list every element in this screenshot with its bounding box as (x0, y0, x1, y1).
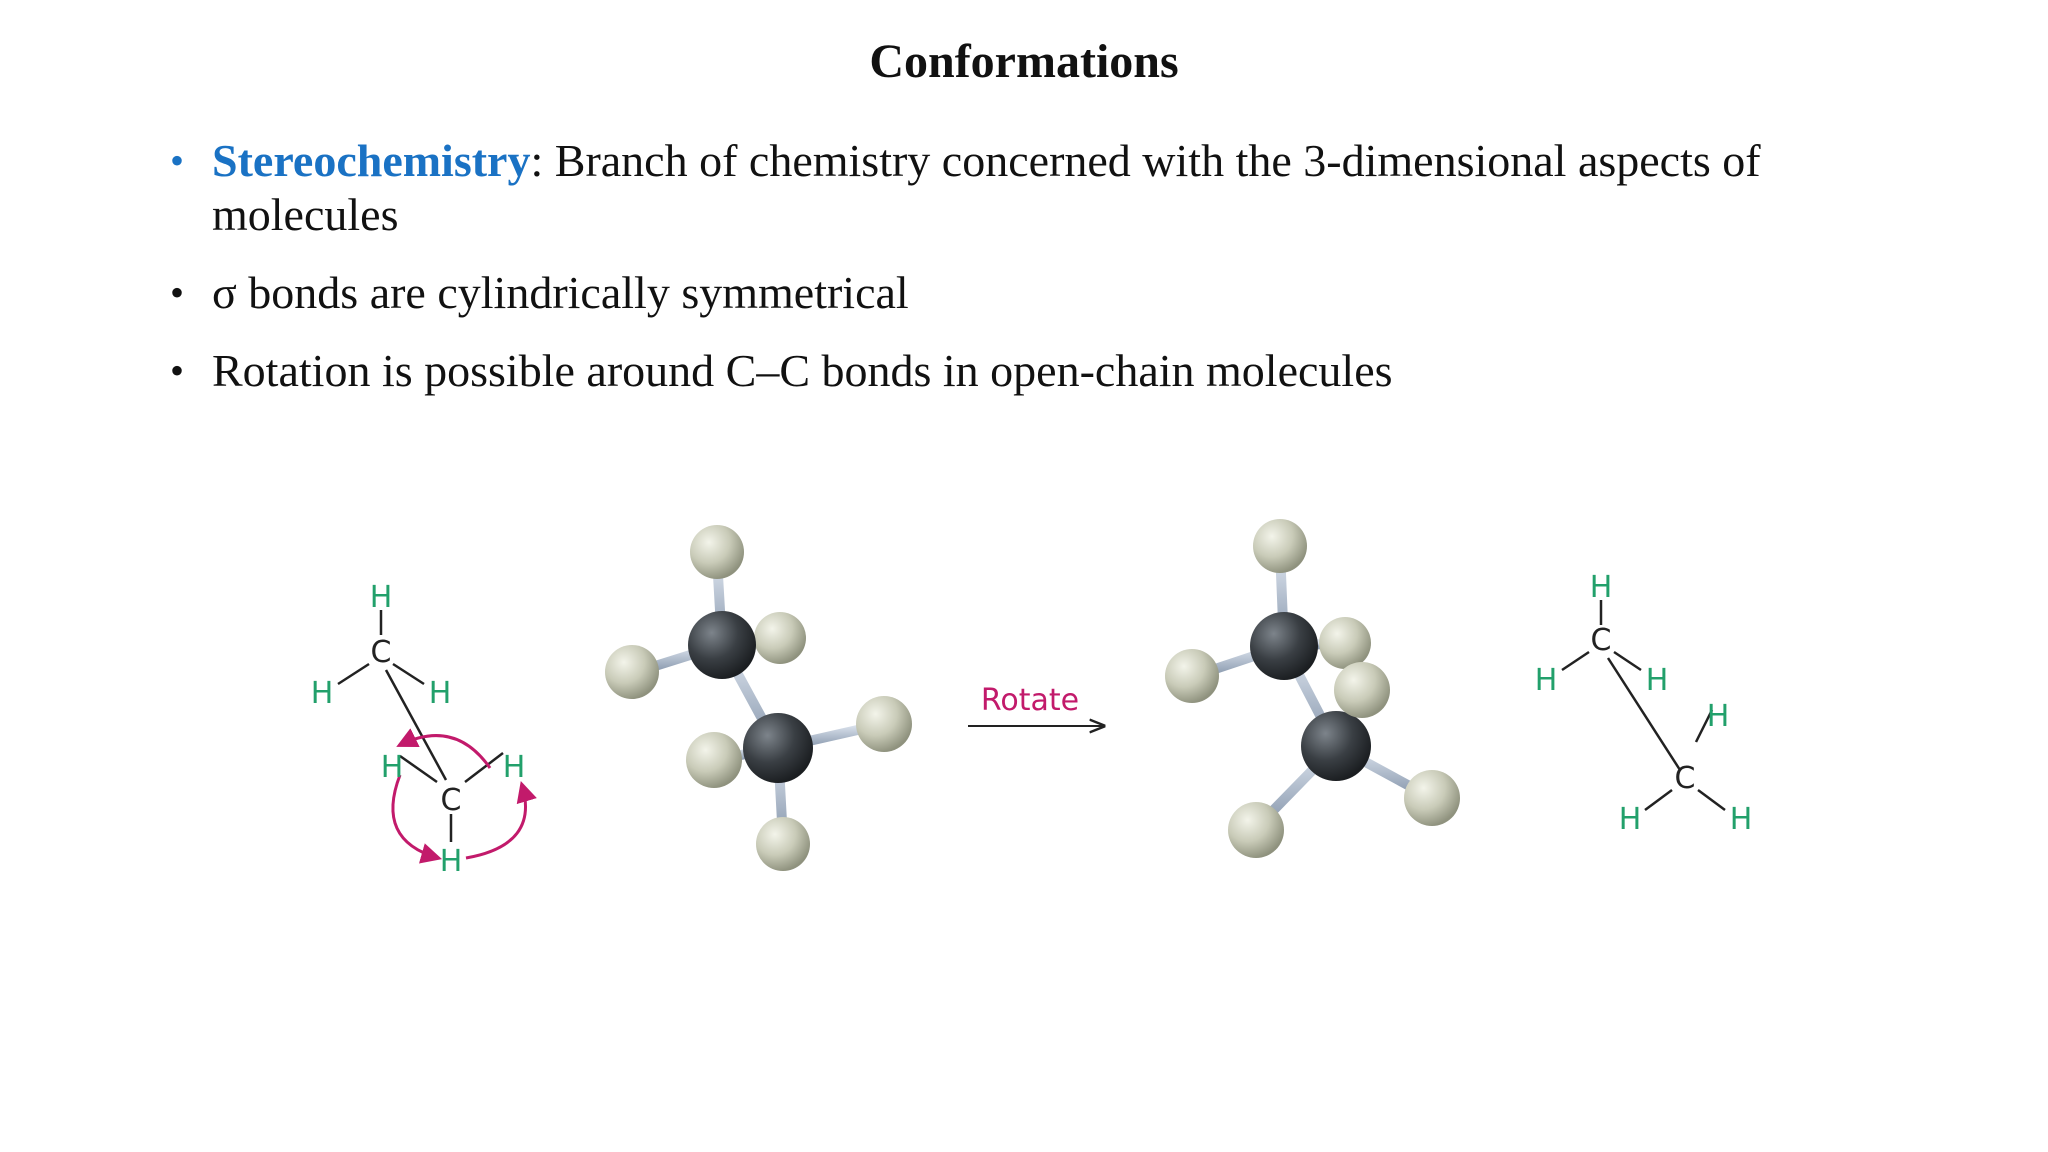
ball-stick-model-before (605, 525, 912, 871)
bullet-marker: • (170, 348, 185, 393)
hydrogen-ball (1228, 802, 1284, 858)
right-bond-lines (1561, 600, 1726, 812)
bullet-marker: • (170, 138, 185, 183)
left-sawhorse-structure: H C H H H H C H (311, 580, 537, 879)
model-after-bonds (1189, 545, 1433, 831)
right-h-upper-right-label: H (1646, 663, 1669, 698)
carbon-ball (1250, 612, 1318, 680)
carbon-ball (743, 713, 813, 783)
left-h-lower-left-label: H (381, 750, 404, 785)
bullet-item-rotation: • Rotation is possible around C–C bonds i… (170, 344, 1930, 398)
right-sawhorse-structure: H C H H H C H H (1535, 570, 1753, 837)
right-h-upper-left-label: H (1535, 663, 1558, 698)
rotate-arrow: Rotate (968, 683, 1104, 726)
left-h-top-label: H (370, 580, 393, 615)
left-h-upper-right-label: H (429, 676, 452, 711)
rotate-label: Rotate (981, 683, 1079, 718)
bullet-term: Stereochemistry (212, 135, 531, 186)
bullet-marker: • (170, 270, 185, 315)
carbon-ball (1301, 711, 1371, 781)
hydrogen-ball (686, 732, 742, 788)
ball-stick-model-after (1165, 519, 1460, 858)
right-carbon-bottom-label: C (1675, 761, 1696, 796)
carbon-ball (688, 611, 756, 679)
hydrogen-ball (605, 645, 659, 699)
left-h-lower-right-label: H (503, 750, 526, 785)
right-h-lower-right-label: H (1730, 802, 1753, 837)
hydrogen-ball (856, 696, 912, 752)
bullet-item-sigma-bonds: • σ bonds are cylindrically symmetrical (170, 266, 1930, 320)
right-carbon-top-label: C (1591, 623, 1612, 658)
hydrogen-ball (1165, 649, 1219, 703)
left-h-upper-left-label: H (311, 676, 334, 711)
model-before-bonds (631, 553, 889, 845)
bullet-text: : Branch of chemistry concerned with the… (212, 135, 1761, 240)
bullet-text: σ bonds are cylindrically symmetrical (212, 267, 909, 318)
left-rotation-arrows (391, 728, 537, 864)
left-carbon-top-label: C (371, 635, 392, 670)
bullet-list: • Stereochemistry: Branch of chemistry co… (170, 134, 1930, 422)
bullet-item-stereochemistry: • Stereochemistry: Branch of chemistry co… (170, 134, 1930, 242)
hydrogen-ball (754, 612, 806, 664)
left-carbon-bottom-label: C (441, 783, 462, 818)
hydrogen-ball (1404, 770, 1460, 826)
left-bond-lines (337, 610, 504, 842)
hydrogen-ball (690, 525, 744, 579)
left-h-bottom-label: H (440, 844, 463, 879)
hydrogen-ball (1253, 519, 1307, 573)
bullet-text: Rotation is possible around C–C bonds in… (212, 345, 1393, 396)
hydrogen-ball (1319, 617, 1371, 669)
right-h-lower-top-label: H (1707, 699, 1730, 734)
hydrogen-ball (1334, 662, 1390, 718)
ethane-rotation-figure: H C H H H H C H Rotate (311, 519, 1753, 879)
hydrogen-ball (756, 817, 810, 871)
slide-title: Conformations (869, 35, 1179, 88)
right-h-lower-left-label: H (1619, 802, 1642, 837)
right-h-top-label: H (1590, 570, 1613, 605)
